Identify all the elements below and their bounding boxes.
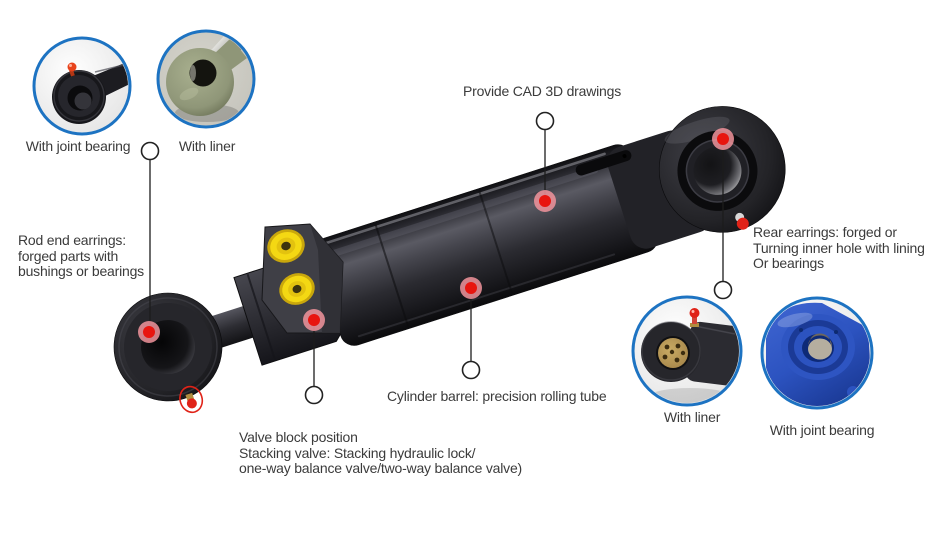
blue-joint-bearing-photo: [766, 302, 870, 406]
callout-joint-bearing-bottom: [760, 296, 874, 410]
liner-oil-holes: [662, 343, 686, 363]
barrel-groove: [575, 150, 632, 176]
hydraulic-cylinder-photo: [113, 106, 786, 414]
callout-liner-top: [156, 29, 256, 129]
anchor-barrel: [461, 360, 481, 380]
annotation-cad: Provide CAD 3D drawings: [462, 83, 622, 99]
anchor-cad: [535, 111, 555, 131]
leader-lines: [149, 130, 724, 386]
annotation-rod-end: Rod end earrings: forged parts with bush…: [18, 232, 144, 280]
callout-label-joint-bearing-top: With joint bearing: [25, 138, 131, 154]
marker-rod-end: [138, 321, 160, 343]
anchor-rear: [713, 280, 733, 300]
anchor-valve: [304, 385, 324, 405]
annotation-rear: Rear earrings: forged or Turning inner h…: [753, 224, 925, 272]
valve-port: [279, 273, 315, 305]
grease-fitting-icon: [689, 308, 700, 327]
callout-label-joint-bearing-bottom: With joint bearing: [769, 422, 875, 438]
annotation-barrel: Cylinder barrel: precision rolling tube: [387, 388, 607, 404]
red-markers: [138, 128, 734, 343]
callout-joint-bearing-top: [32, 36, 132, 136]
grease-fitting-front: [179, 385, 204, 414]
grease-fitting-icon: [67, 62, 77, 77]
callout-label-liner-bottom: With liner: [663, 409, 721, 425]
marker-cad: [534, 190, 556, 212]
marker-rear: [712, 128, 734, 150]
rear-eye-hole: [693, 146, 742, 195]
anchor-rod-end: [140, 141, 160, 161]
callout-liner-bottom: [631, 295, 743, 407]
annotation-valve: Valve block position Stacking valve: Sta…: [239, 429, 523, 477]
marker-barrel: [460, 277, 482, 299]
marker-valve: [303, 309, 325, 331]
grease-fitting-rear: [735, 212, 749, 230]
callout-label-liner-top: With liner: [178, 138, 236, 154]
valve-port: [267, 229, 305, 263]
anchor-circles: [140, 111, 733, 405]
bronze-liner-photo: [641, 308, 739, 403]
valve-block: [261, 223, 344, 334]
